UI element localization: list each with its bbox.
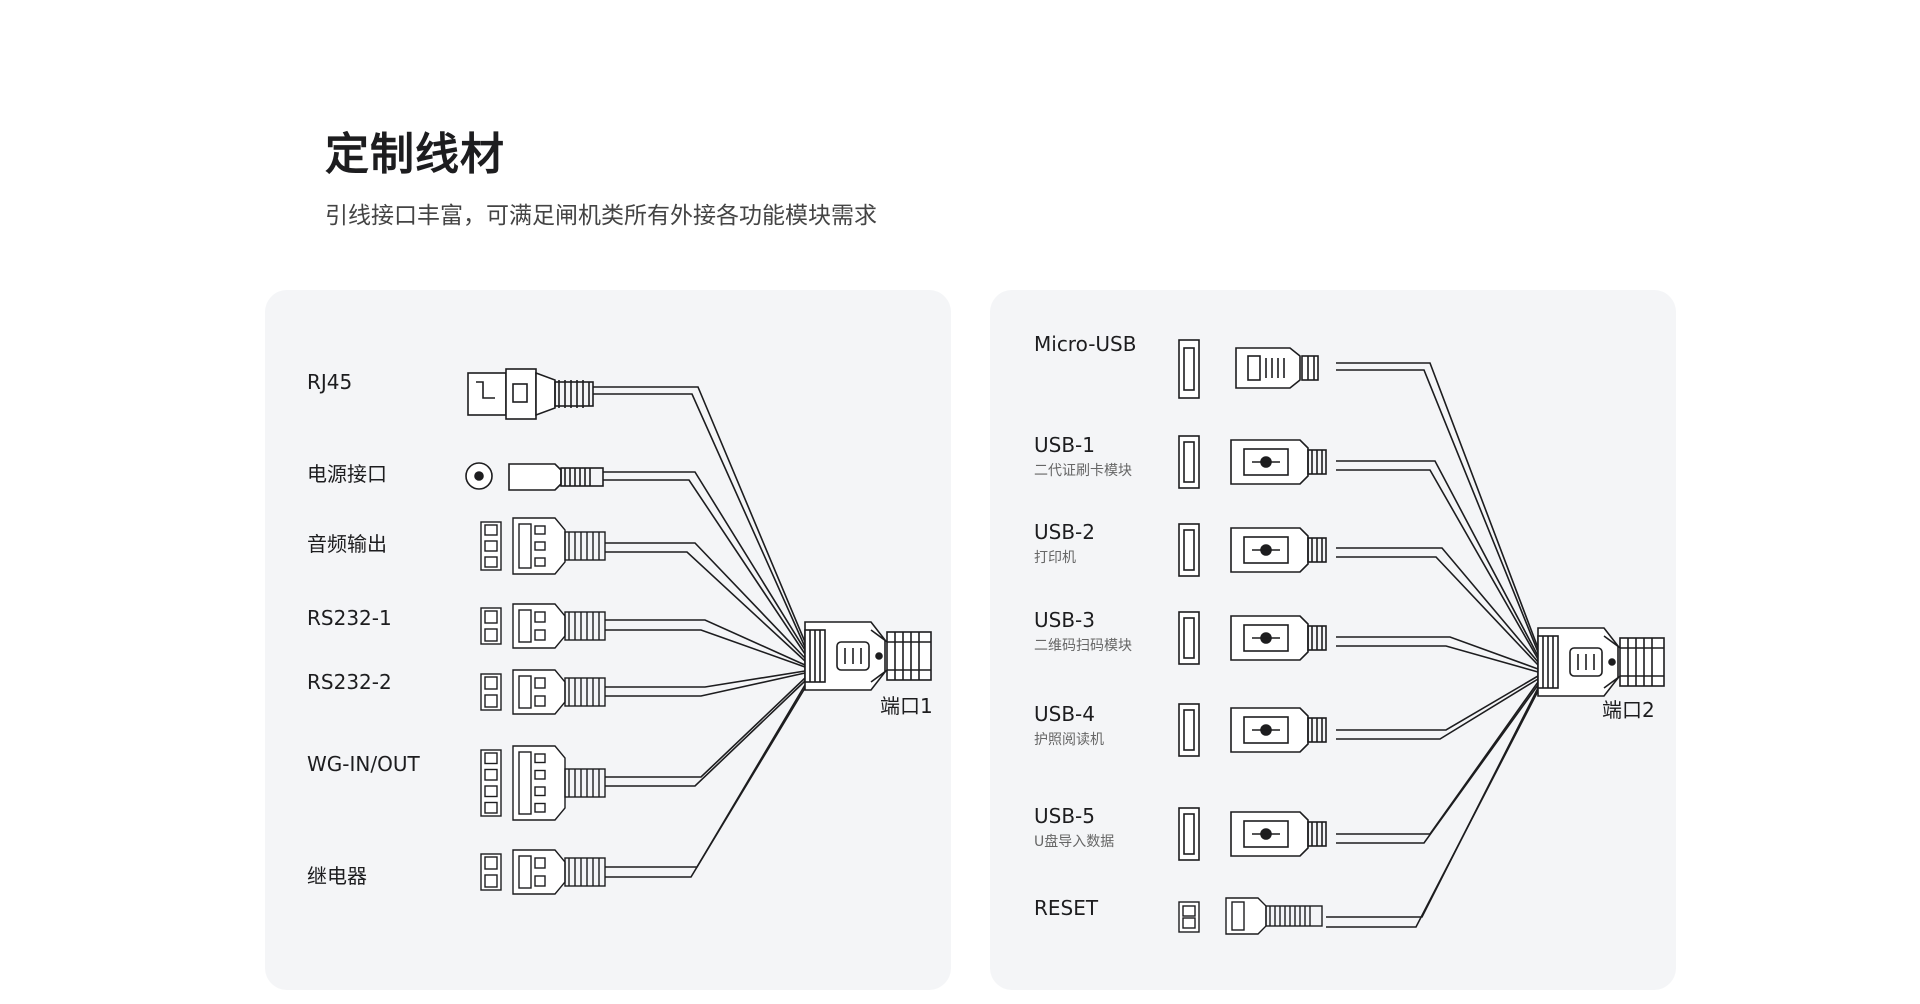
label-usb-1: USB-1 — [1034, 433, 1095, 457]
wire-usb-3 — [1336, 636, 1539, 670]
port-2-hub-icon — [1537, 627, 1665, 697]
wire-usb-2 — [1336, 547, 1539, 663]
cable-panel-port-1: RJ45 电源接口 音频输出 RS232-1 RS232-2 WG-IN/OUT… — [265, 290, 951, 990]
wire-usb-1-2 — [1336, 469, 1539, 660]
usb-5-connector-icon — [1178, 807, 1327, 861]
rj45-connector-icon — [467, 368, 594, 420]
wire-micro-usb-2 — [1336, 369, 1539, 653]
label-micro-usb: Micro-USB — [1034, 332, 1137, 356]
page-title: 定制线材 — [325, 129, 505, 180]
label-usb-3: USB-3 — [1034, 608, 1095, 632]
audio-connector-icon — [480, 517, 606, 575]
reset-connector-icon — [1178, 897, 1323, 935]
port-1-label: 端口1 — [880, 694, 933, 718]
power-jack-icon — [465, 462, 604, 491]
rs232-2-connector-icon — [480, 669, 606, 715]
wire-wg — [605, 677, 806, 778]
label-audio-out: 音频输出 — [307, 532, 387, 556]
wire-power — [603, 471, 806, 651]
sublabel-usb-1: 二代证刷卡模块 — [1034, 463, 1132, 479]
micro-usb-connector-icon — [1178, 339, 1319, 399]
wire-rj45-2 — [593, 393, 806, 648]
usb-1-connector-icon — [1178, 435, 1327, 489]
wire-usb-5 — [1336, 681, 1539, 835]
label-usb-4: USB-4 — [1034, 702, 1095, 726]
wire-relay-2 — [605, 687, 806, 878]
page-subtitle: 引线接口丰富，可满足闸机类所有外接各功能模块需求 — [325, 203, 877, 229]
cable-panel-port-2: Micro-USB USB-1 二代证刷卡模块 USB-2 打印机 USB-3 … — [990, 290, 1676, 990]
wire-usb-5-2 — [1336, 684, 1539, 844]
wire-usb-2-2 — [1336, 556, 1539, 666]
wire-micro-usb — [1336, 362, 1539, 649]
label-rs232-2: RS232-2 — [307, 670, 392, 694]
wire-rs232-2-2 — [605, 672, 806, 697]
sublabel-usb-2: 打印机 — [1034, 550, 1076, 566]
wire-reset — [1326, 687, 1539, 918]
label-wg-in-out: WG-IN/OUT — [307, 752, 420, 776]
wire-rj45 — [593, 386, 806, 643]
wire-usb-3-2 — [1336, 645, 1539, 673]
wire-audio — [605, 542, 806, 659]
wire-rs232-1 — [605, 619, 806, 666]
usb-4-connector-icon — [1178, 703, 1327, 757]
label-reset: RESET — [1034, 896, 1099, 920]
wire-wg-2 — [605, 680, 806, 787]
wire-usb-4 — [1336, 675, 1539, 731]
label-rs232-1: RS232-1 — [307, 606, 392, 630]
cable-diagram-port-2 — [1178, 339, 1665, 935]
rs232-1-connector-icon — [480, 603, 606, 649]
usb-2-connector-icon — [1178, 523, 1327, 577]
sublabel-usb-4: 护照阅读机 — [1034, 732, 1104, 748]
wg-connector-icon — [480, 745, 606, 821]
label-usb-2: USB-2 — [1034, 520, 1095, 544]
port-1-hub-icon — [804, 621, 932, 691]
label-relay: 继电器 — [307, 864, 367, 888]
label-rj45: RJ45 — [307, 370, 353, 394]
cable-diagram-port-1 — [465, 368, 932, 895]
wire-reset-2 — [1326, 690, 1539, 928]
sublabel-usb-5: U盘导入数据 — [1034, 834, 1115, 850]
wire-rs232-1-2 — [605, 629, 806, 668]
port-2-label: 端口2 — [1602, 698, 1655, 722]
wire-power-2 — [603, 479, 806, 655]
wire-usb-4-2 — [1336, 678, 1539, 740]
wire-audio-2 — [605, 551, 806, 662]
wire-usb-1 — [1336, 460, 1539, 657]
sublabel-usb-3: 二维码扫码模块 — [1034, 638, 1132, 654]
usb-3-connector-icon — [1178, 611, 1327, 665]
wire-rs232-2 — [605, 670, 806, 688]
relay-connector-icon — [480, 849, 606, 895]
label-power-port: 电源接口 — [307, 462, 387, 486]
label-usb-5: USB-5 — [1034, 804, 1095, 828]
